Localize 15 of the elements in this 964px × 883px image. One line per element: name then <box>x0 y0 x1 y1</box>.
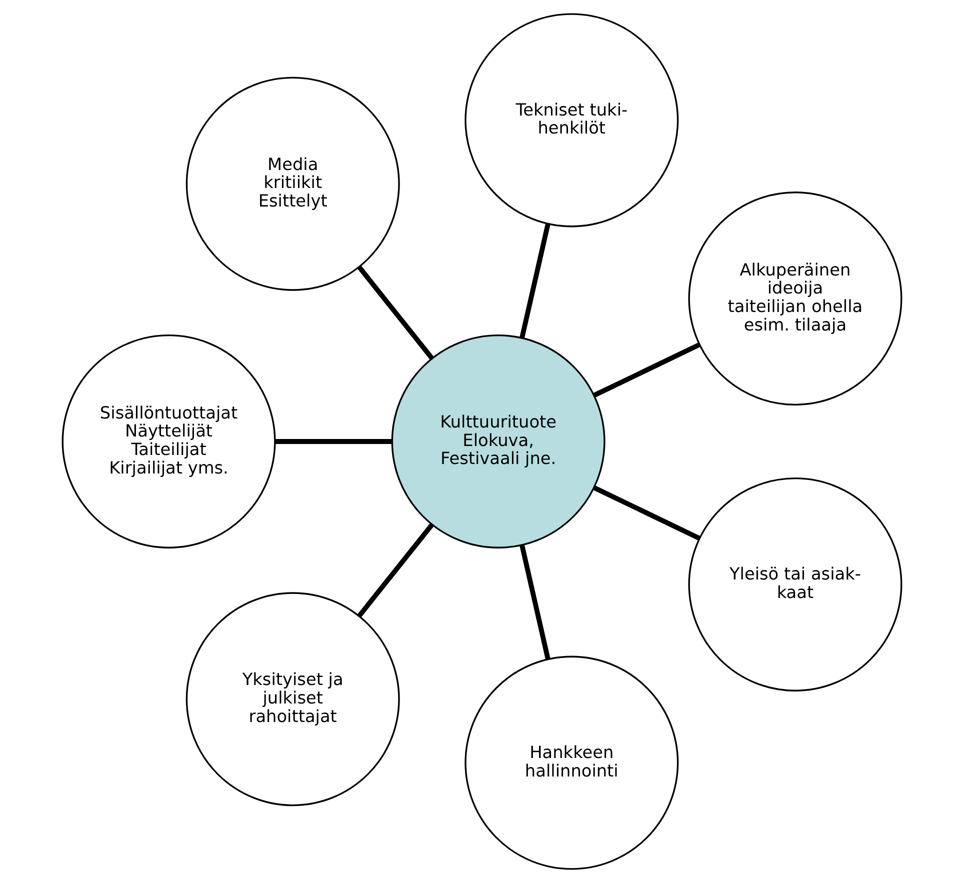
node-circle: Media kritiikit Esittelyt <box>186 76 400 291</box>
connector <box>274 439 392 444</box>
node-circle: Sisällöntuottajat Näyttelijät Taiteilijat Kirjailijat yms. <box>62 334 276 548</box>
node-circle: Tekniset tuki- henkilöt <box>464 13 679 228</box>
connector <box>520 544 550 660</box>
node-circle: Kulttuurituote Elokuva, Festivaali jne. <box>391 334 606 548</box>
node-circle: Yleisö tai asiak- kaat <box>688 477 902 692</box>
connector <box>593 486 701 541</box>
node-circle: Yksityiset ja julkiset rahoittajat <box>186 592 400 806</box>
connector <box>357 265 434 360</box>
connector <box>520 223 550 338</box>
connector <box>593 342 701 398</box>
node-circle: Alkuperäinen ideoija taiteilijan ohella esim. tilaaja <box>688 192 902 406</box>
node-circle: Hankkeen hallinnointi <box>464 656 679 870</box>
connector <box>357 523 434 618</box>
